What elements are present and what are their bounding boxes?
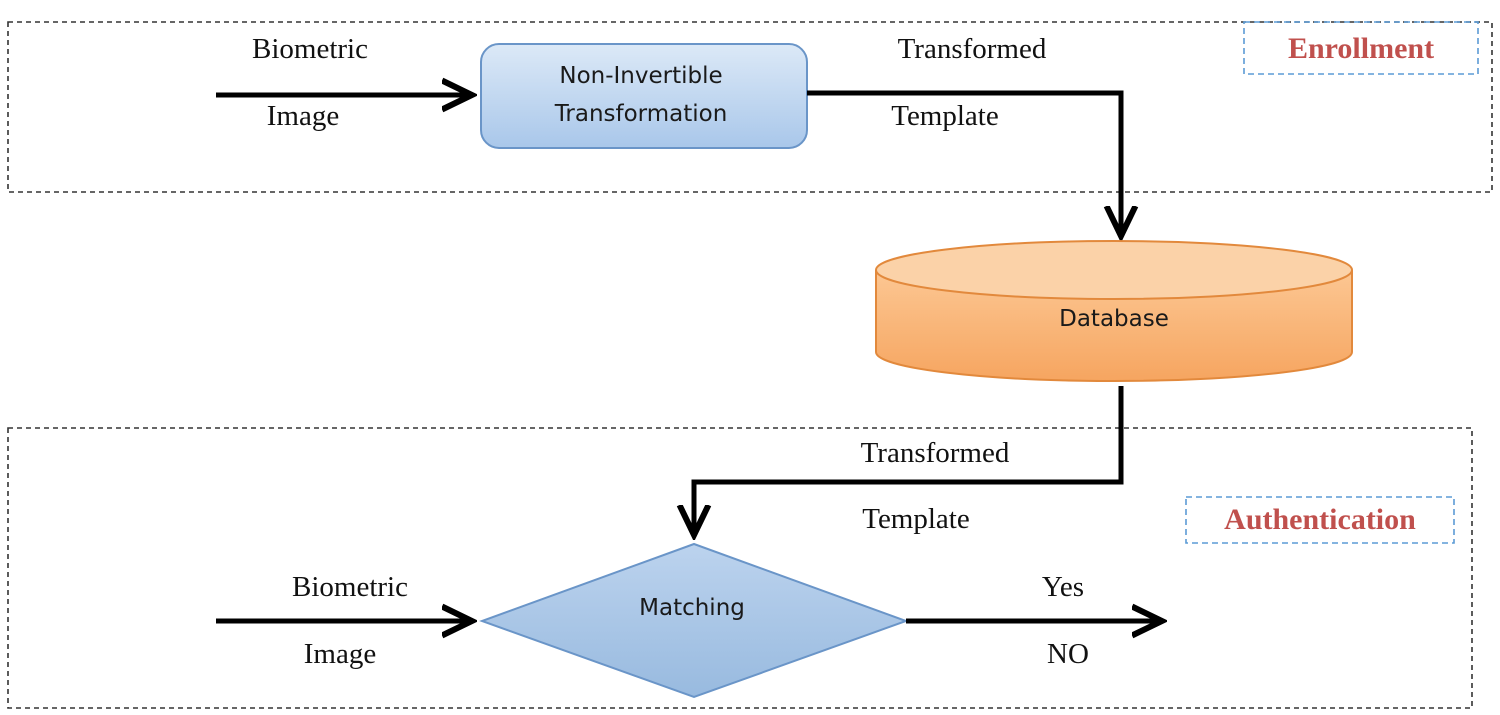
authentication-tag-box bbox=[1185, 496, 1455, 544]
enrollment-tag-box bbox=[1243, 21, 1479, 75]
transformation-label-line-1: Non-Invertible bbox=[559, 63, 722, 89]
stored-template-label-bottom: Template bbox=[862, 503, 969, 535]
enrollment-section: Enrollment Biometric Image Non-Invertibl… bbox=[7, 21, 1493, 193]
auth-input-label-top: Biometric bbox=[292, 571, 408, 603]
database-cylinder: Database bbox=[875, 240, 1353, 382]
enrollment-output-label-top: Transformed bbox=[898, 33, 1047, 65]
result-yes-label: Yes bbox=[1042, 571, 1084, 603]
matching-label: Matching bbox=[639, 595, 745, 621]
matching-decision-diamond: Matching bbox=[479, 542, 909, 699]
transformation-label-line-2: Transformation bbox=[554, 101, 728, 127]
template-to-database-arrow bbox=[807, 90, 1121, 234]
stored-template-label-top: Transformed bbox=[861, 437, 1010, 469]
non-invertible-transformation-box: Non-Invertible Transformation bbox=[480, 43, 808, 149]
authentication-tag: Authentication bbox=[1224, 503, 1416, 536]
authentication-section: Authentication Transformed Template Biom… bbox=[7, 427, 1473, 709]
enrollment-tag: Enrollment bbox=[1288, 32, 1434, 65]
database-to-matching-arrow bbox=[694, 386, 1124, 533]
enrollment-output-label-bottom: Template bbox=[891, 100, 998, 132]
authentication-frame bbox=[7, 427, 1473, 709]
enrollment-frame bbox=[7, 21, 1493, 193]
enrollment-input-label-bottom: Image bbox=[267, 100, 339, 132]
result-no-label: NO bbox=[1047, 638, 1089, 670]
database-label: Database bbox=[1059, 306, 1169, 332]
enrollment-input-label-top: Biometric bbox=[252, 33, 368, 65]
auth-input-label-bottom: Image bbox=[304, 638, 376, 670]
